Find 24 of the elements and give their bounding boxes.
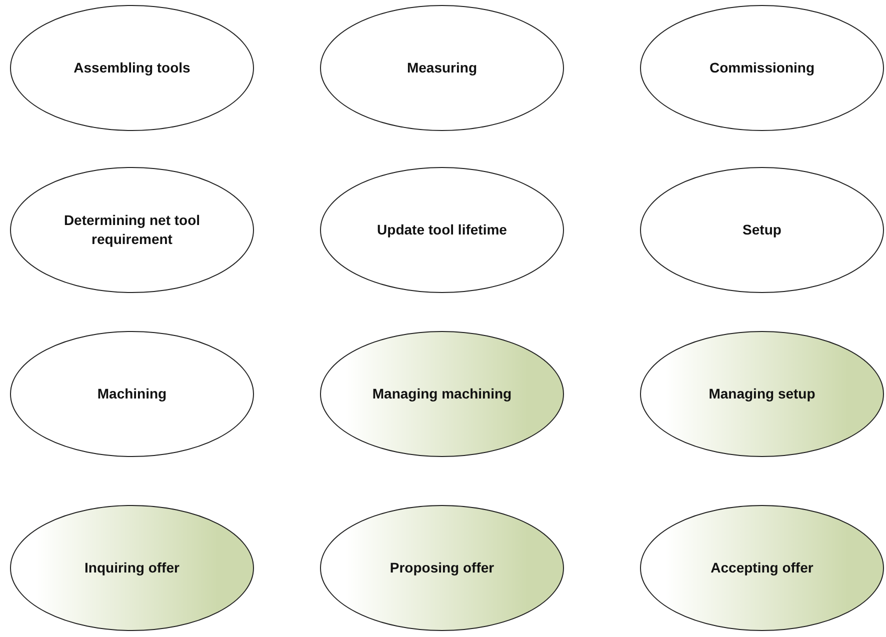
ellipse-label: Proposing offer xyxy=(388,558,496,578)
ellipse-label: Accepting offer xyxy=(710,558,814,578)
ellipse-label: Commissioning xyxy=(708,58,816,78)
process-ellipse xyxy=(320,167,564,293)
process-ellipse xyxy=(10,505,254,631)
ellipse-label: Measuring xyxy=(406,58,478,78)
ellipse-label: Machining xyxy=(96,384,168,404)
ellipse-label: Managing machining xyxy=(371,384,513,404)
process-ellipse xyxy=(640,167,884,293)
process-ellipse xyxy=(320,5,564,131)
ellipse-label: Update tool lifetime xyxy=(376,220,508,240)
ellipse-label: Inquiring offer xyxy=(84,558,180,578)
process-ellipse xyxy=(10,5,254,131)
ellipse-label: Determining net tool requirement xyxy=(62,211,202,249)
ellipse-label: Assembling tools xyxy=(72,58,192,78)
process-ellipse xyxy=(640,5,884,131)
process-ellipse xyxy=(10,331,254,457)
ellipse-label: Setup xyxy=(742,220,782,240)
ellipse-label: Managing setup xyxy=(708,384,816,404)
process-ellipse xyxy=(320,505,564,631)
process-ellipse xyxy=(640,505,884,631)
process-ellipse xyxy=(320,331,564,457)
process-ellipse xyxy=(640,331,884,457)
process-ellipse xyxy=(10,167,254,293)
